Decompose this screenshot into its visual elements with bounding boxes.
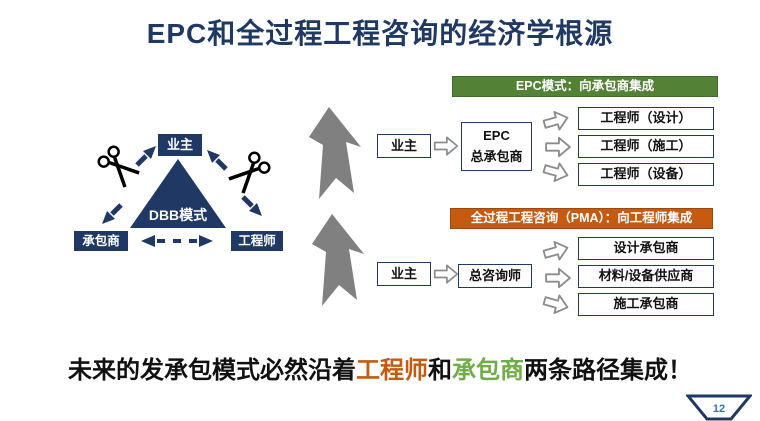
pma-target-supplier: 材料/设备供应商 bbox=[578, 265, 714, 288]
arrow-down-right-icon bbox=[241, 195, 262, 216]
conclusion-engineer-highlight: 工程师 bbox=[356, 357, 428, 384]
big-gray-arrow-icon bbox=[309, 107, 361, 199]
epc-hub-box: EPC 总承包商 bbox=[461, 122, 532, 171]
hollow-arrow-icon bbox=[545, 136, 571, 158]
epc-owner-box: 业主 bbox=[377, 134, 431, 158]
epc-target-design: 工程师（设计） bbox=[578, 107, 714, 130]
slide-title: EPC和全过程工程咨询的经济学根源 bbox=[146, 18, 614, 49]
dbb-owner-label: 业主 bbox=[158, 134, 202, 156]
conclusion-prefix: 未来的发承包模式必然沿着 bbox=[68, 357, 356, 384]
hollow-arrow-icon bbox=[542, 111, 569, 131]
epc-hub-line1: EPC bbox=[483, 128, 510, 143]
epc-target-construction: 工程师（施工） bbox=[578, 135, 714, 158]
dashed-double-arrow-icon bbox=[141, 235, 213, 247]
conclusion-suffix: 两条路径集成！ bbox=[524, 357, 692, 384]
hollow-arrow-icon bbox=[433, 136, 459, 156]
hollow-arrow-icon bbox=[542, 294, 569, 314]
epc-banner: EPC模式：向承包商集成 bbox=[452, 76, 718, 97]
conclusion-and: 和 bbox=[428, 357, 452, 384]
page-number: 12 bbox=[713, 403, 725, 415]
pma-owner-box: 业主 bbox=[377, 262, 431, 286]
dbb-diagram: DBB模式 业主 承包商 工程师 bbox=[60, 120, 300, 270]
pma-banner: 全过程工程咨询（PMA）：向工程师集成 bbox=[450, 208, 713, 229]
scissors-icon bbox=[97, 145, 140, 188]
conclusion-contractor-highlight: 承包商 bbox=[452, 357, 524, 384]
arrow-up-right-icon bbox=[135, 146, 156, 167]
hollow-arrow-icon bbox=[542, 162, 569, 182]
dbb-engineer-label: 工程师 bbox=[231, 231, 283, 251]
dbb-triangle-label: DBB模式 bbox=[148, 207, 208, 223]
arrow-up-left-icon bbox=[207, 150, 228, 171]
pma-target-design-contractor: 设计承包商 bbox=[578, 237, 714, 260]
scissors-icon bbox=[228, 151, 271, 194]
hollow-arrow-icon bbox=[433, 264, 459, 284]
pma-hub-box: 总咨询师 bbox=[458, 264, 532, 288]
arrow-down-left-icon bbox=[102, 203, 123, 224]
hollow-arrow-icon bbox=[545, 267, 571, 289]
epc-hub-line2: 总承包商 bbox=[470, 149, 523, 164]
hollow-arrow-icon bbox=[542, 241, 569, 261]
conclusion-text: 未来的发承包模式必然沿着工程师和承包商两条路径集成！ bbox=[0, 350, 760, 385]
page-number-marker: 12 bbox=[686, 394, 752, 421]
dbb-contractor-label: 承包商 bbox=[74, 231, 128, 251]
epc-target-equipment: 工程师（设备） bbox=[578, 163, 714, 186]
big-gray-arrow-icon bbox=[312, 214, 364, 306]
pma-target-construction-contractor: 施工承包商 bbox=[578, 293, 714, 316]
dbb-triangle bbox=[130, 159, 226, 228]
